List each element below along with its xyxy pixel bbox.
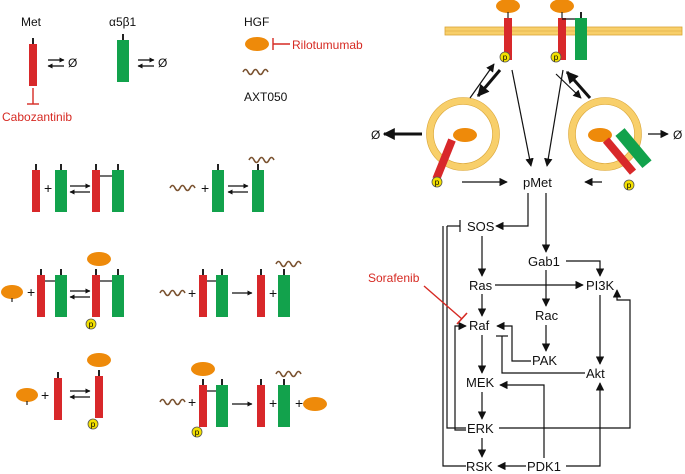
met-equilibrium-arrows [47,57,65,69]
node-ras: Ras [469,278,493,293]
degradation-null-left: Ø [371,128,380,142]
integrin-null-symbol: Ø [158,56,167,70]
membrane-met-hgf-complex: p [496,0,520,63]
sorafenib-label: Sorafenib [368,271,420,285]
phospho-marker: p [550,51,562,63]
signaling-edges [442,193,631,471]
plus-symbol: + [269,285,277,301]
plus-symbol: + [27,284,35,300]
node-pi3k: PI3K [586,278,615,293]
plus-symbol: + [41,387,49,403]
plus-symbol: + [295,395,303,411]
phospho-marker: p [431,176,443,188]
svg-text:p: p [503,53,508,62]
endosome-right: p [568,97,652,191]
met-null-symbol: Ø [68,56,77,70]
plus-symbol: + [188,394,196,410]
axt050-peptide-icon [242,68,269,76]
phospho-marker: p [499,51,511,63]
met-receptor-icon [29,38,37,86]
svg-text:p: p [91,420,96,429]
cabozantinib-label: Cabozantinib [2,110,72,124]
legend: Met Ø Cabozantinib α5β1 Ø HGF Rilotumuma… [2,15,363,124]
node-pak: PAK [532,353,557,368]
reaction-axt050-integrin-binding: + [169,156,275,212]
a5b1-label: α5β1 [109,15,137,29]
node-rac: Rac [535,308,559,323]
svg-text:p: p [627,181,632,190]
svg-text:p: p [554,53,559,62]
hgf-ligand-icon [245,37,269,51]
node-akt: Akt [586,366,605,381]
node-erk: ERK [467,421,494,436]
reaction-hgf-met-binding: + p [16,353,111,430]
hgf-label: HGF [244,15,269,29]
integrin-receptor-icon [117,34,129,82]
node-sos: SOS [467,219,495,234]
plus-symbol: + [188,285,196,301]
node-pmet: pMet [523,175,552,190]
reaction-hgf-met-integrin: + p [1,252,124,330]
svg-text:p: p [435,178,440,187]
integrin-equilibrium-arrows [137,57,155,69]
endosome-left: p [426,97,500,188]
node-raf: Raf [469,318,490,333]
svg-text:p: p [195,428,200,437]
trafficking-arrows [382,63,669,187]
rilotumumab-inhibit-icon [272,38,290,50]
reaction-axt050-hgf-complex-dissociation: + p + + [159,362,327,438]
phospho-marker: p [623,179,635,191]
axt050-label: AXT050 [244,90,288,104]
phospho-marker: p [85,318,97,330]
met-label: Met [21,15,42,29]
reaction-axt050-integrin-met: + + [159,260,302,317]
node-gab1: Gab1 [528,254,560,269]
node-mek: MEK [466,375,495,390]
node-pdk1: PDK1 [527,459,561,474]
phospho-marker: p [87,418,99,430]
cabozantinib-inhibit-icon [27,88,39,105]
node-rsk: RSK [466,459,493,474]
signaling-nodes: pMet SOS Gab1 Ras PI3K Rac Raf PAK MEK A… [368,175,615,474]
degradation-null-right: Ø [673,128,682,142]
rilotumumab-label: Rilotumumab [292,38,363,52]
phospho-marker: p [191,426,203,438]
membrane-met-integrin-hgf-complex: p [550,0,587,63]
reaction-met-integrin-binding: + [32,164,124,212]
plus-symbol: + [201,180,209,196]
sorafenib-inhibit-line [423,285,468,325]
svg-text:p: p [89,320,94,329]
plus-symbol: + [269,395,277,411]
plus-symbol: + [44,180,52,196]
